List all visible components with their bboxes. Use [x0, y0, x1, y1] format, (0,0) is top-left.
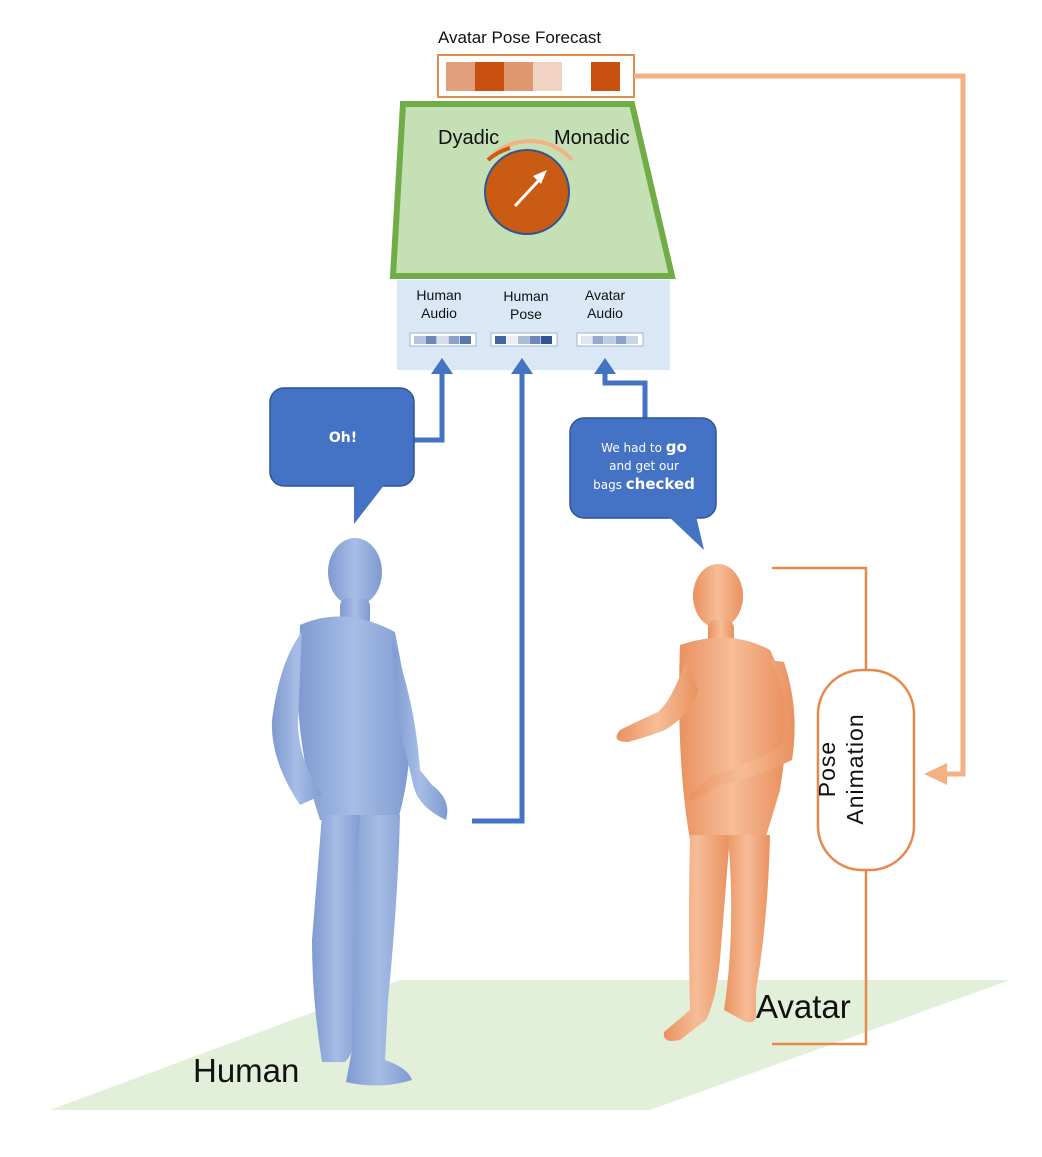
feature-cell [448, 336, 460, 344]
human-pose-label: Human Pose [503, 288, 549, 322]
human-speech-text: Oh! [328, 430, 358, 446]
avatar-speech-part-2: and get our [609, 459, 679, 473]
feature-cell [495, 336, 506, 344]
feature-cell [627, 336, 638, 344]
feature-cell [425, 336, 437, 344]
feature-cell [529, 336, 541, 344]
speech-bubble-human [269, 387, 415, 524]
feature-cell [506, 336, 518, 344]
floor-plane [50, 980, 1010, 1110]
dyadic-label: Dyadic [438, 127, 500, 149]
arrow-forecast-feedback [634, 73, 966, 777]
arrow-human-pose [472, 372, 525, 824]
forecast-cell [533, 62, 562, 91]
arrowhead-human-audio [431, 358, 453, 374]
feature-cell [615, 336, 627, 344]
human-figure [271, 538, 448, 1086]
arrowhead-human-pose [511, 358, 533, 374]
forecast-cell [562, 62, 591, 91]
arrowhead-avatar-audio [594, 358, 616, 374]
avatar-figure [616, 564, 795, 1041]
feature-cell [437, 336, 448, 344]
pose-animation-label: Pose Animation [814, 713, 868, 825]
arrow-avatar-audio [602, 372, 648, 425]
forecast-cells [446, 62, 620, 91]
forecast-cell [446, 62, 475, 91]
human-audio-label: Human Audio [416, 287, 462, 321]
avatar-speech-part-1: We had to [601, 441, 666, 455]
avatar-speech-text: We had to go and get our bags checked [573, 438, 715, 494]
forecast-cell [591, 62, 620, 91]
avatar-label: Avatar [756, 988, 851, 1025]
feature-cell [592, 336, 604, 344]
pose-animation-box [816, 668, 916, 872]
avatar-speech-part-3: bags [593, 478, 626, 492]
human-label: Human [193, 1052, 300, 1089]
avatar-audio-label: Avatar Audio [584, 287, 626, 321]
feature-cell [604, 336, 615, 344]
feature-cell [581, 336, 592, 344]
speech-bubble-avatar [569, 417, 717, 550]
input-panel [397, 280, 670, 370]
feature-cell [518, 336, 529, 344]
avatar-speech-emphasis-go: go [665, 438, 687, 456]
dial-arc-left [486, 146, 511, 162]
feature-cell [541, 336, 552, 344]
forecast-title: Avatar Pose Forecast [438, 28, 602, 47]
forecast-cell [504, 62, 533, 91]
feature-cell [460, 336, 471, 344]
monadic-label: Monadic [554, 127, 630, 149]
feature-cell [414, 336, 425, 344]
dial-pointer-icon [513, 170, 547, 208]
arrowhead-forecast-feedback [924, 763, 947, 785]
forecast-cell [475, 62, 504, 91]
avatar-speech-emphasis-checked: checked [625, 475, 695, 493]
input-strips [409, 332, 644, 347]
